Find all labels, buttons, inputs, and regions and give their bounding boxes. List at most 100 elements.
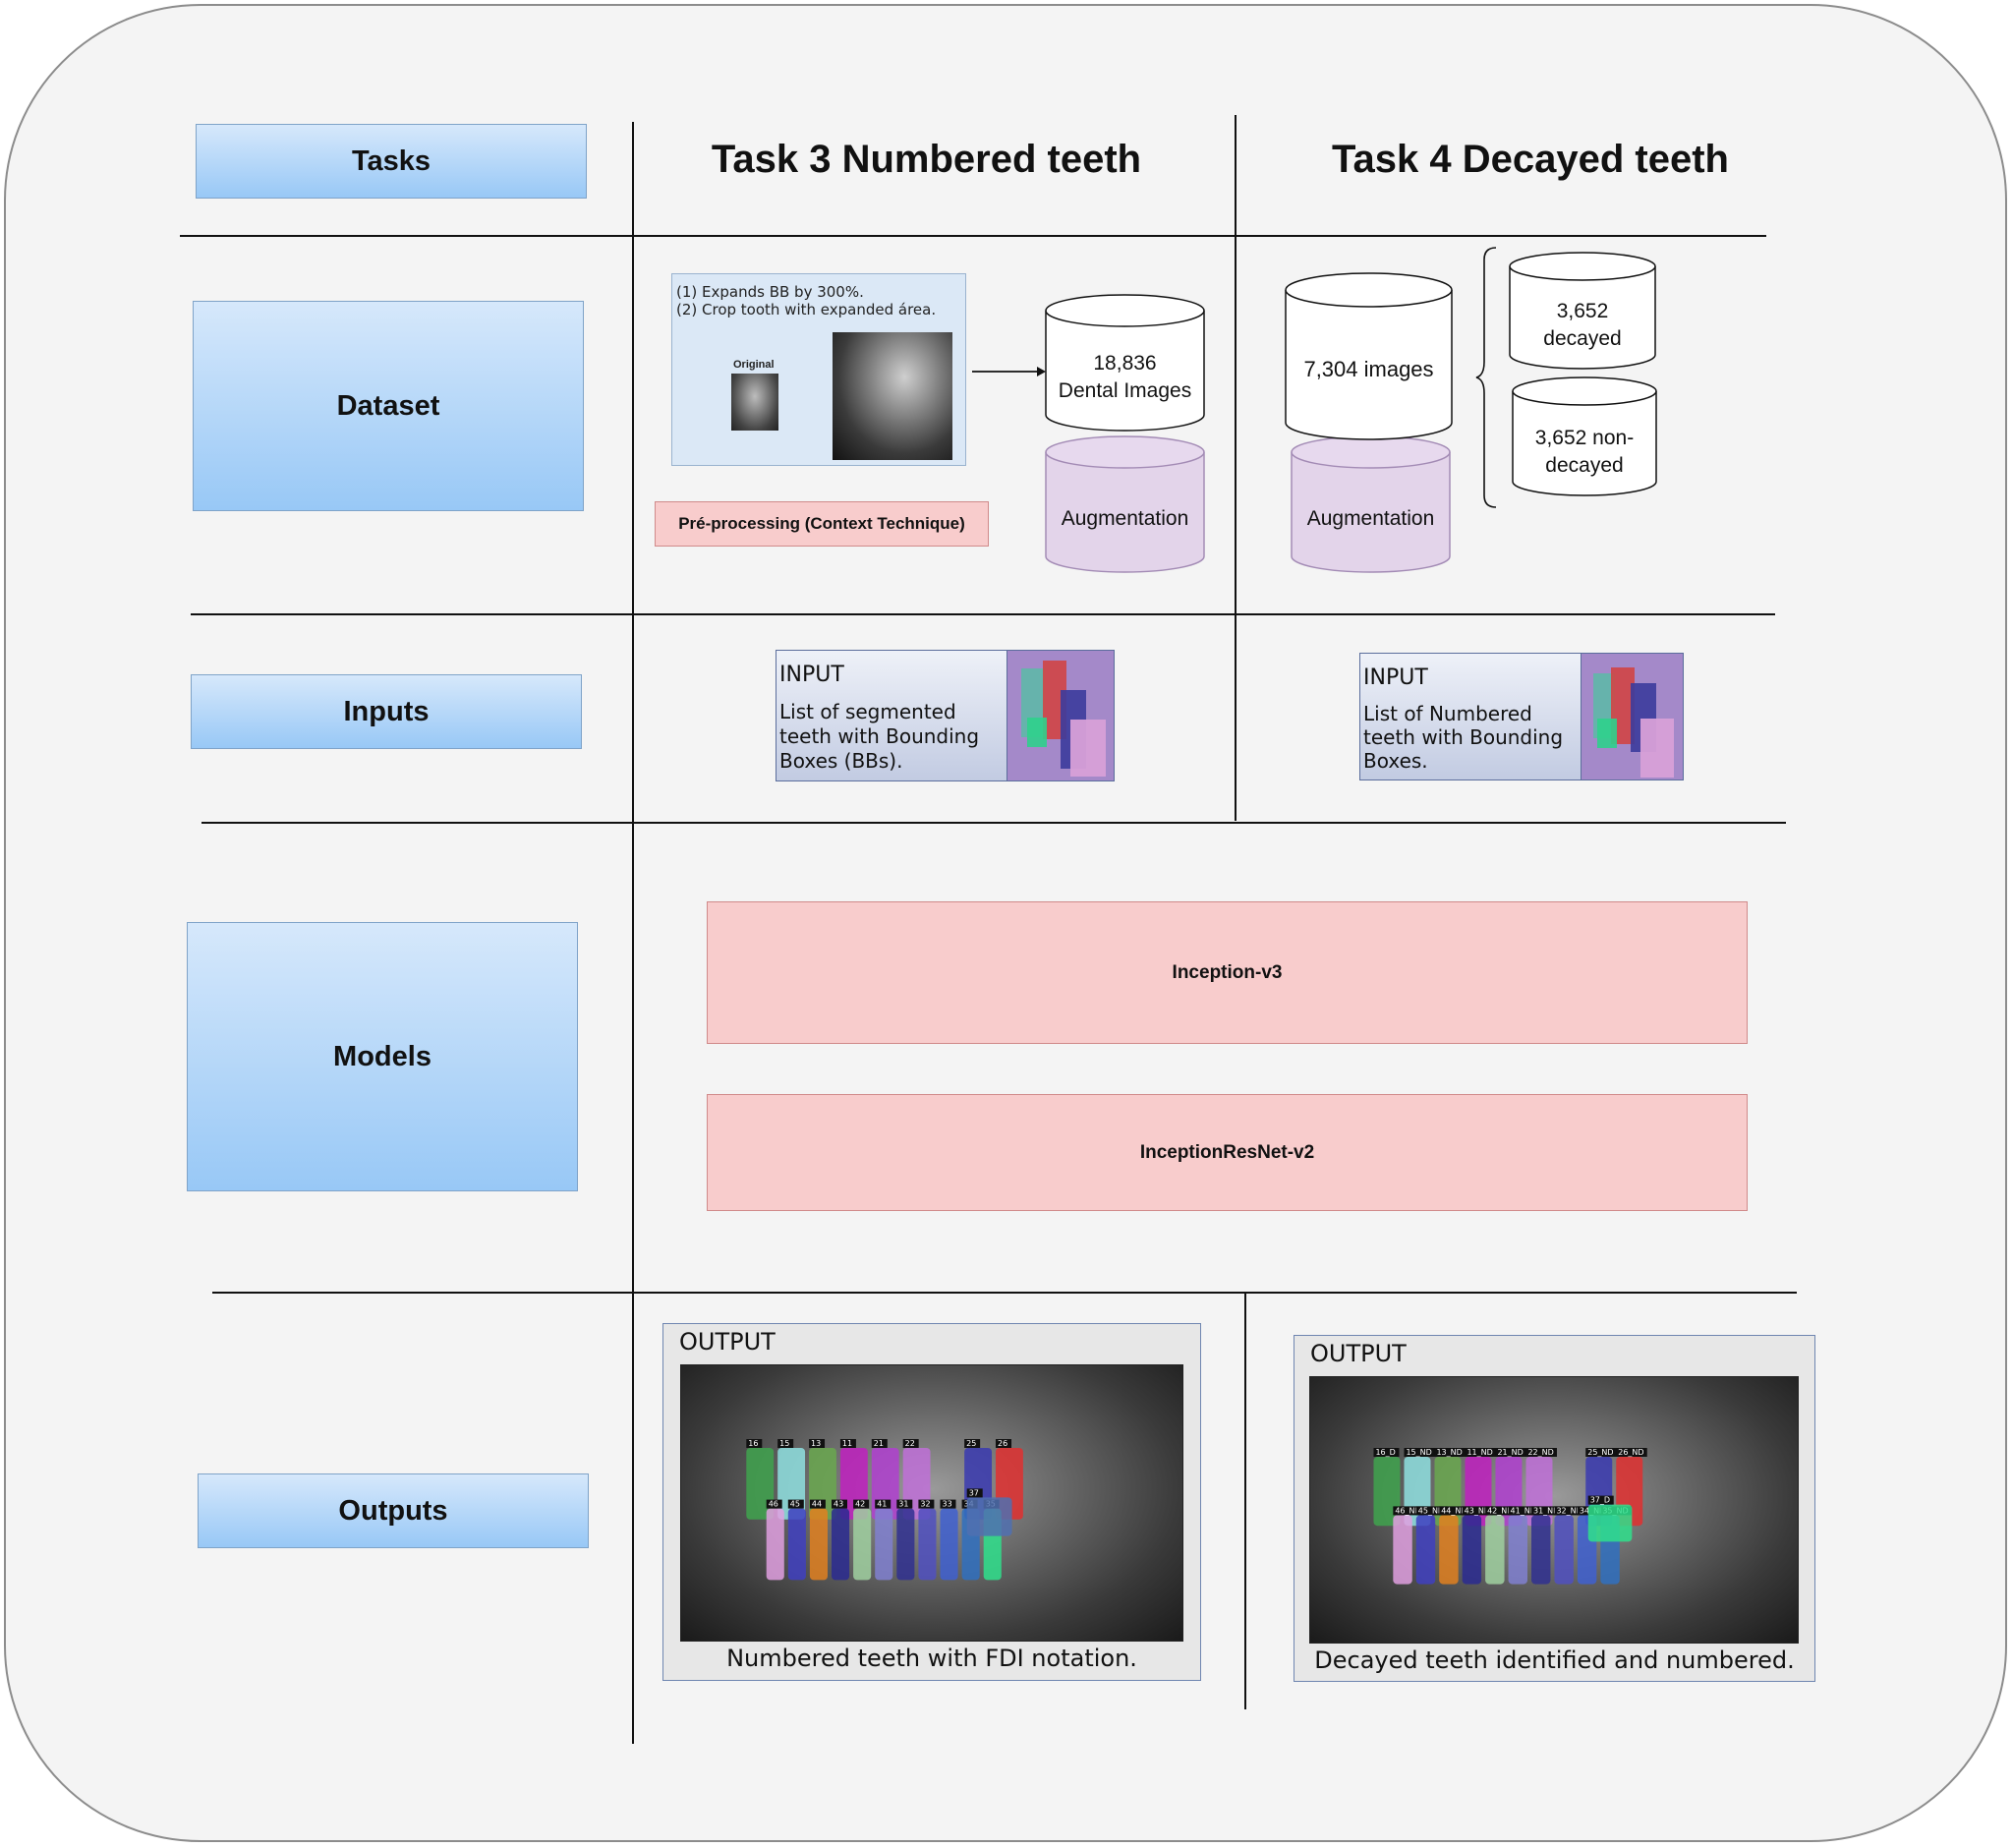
tooth-label-tag — [966, 1488, 983, 1498]
segmented-tooth — [832, 1508, 850, 1581]
segmented-tooth — [918, 1508, 937, 1581]
segmented-tooth — [896, 1508, 915, 1581]
tooth-label-tag — [896, 1499, 913, 1509]
task3-dataset-cylinder: 18,836 Dental Images — [1045, 294, 1205, 433]
segmented-tooth — [1439, 1515, 1459, 1585]
tooth-label-tag — [1393, 1506, 1424, 1516]
tooth-label-tag — [839, 1439, 856, 1448]
tooth-label-tag — [1508, 1506, 1540, 1516]
tooth-number-label: 26_ND — [1618, 1448, 1643, 1457]
nondecayed-count: 3,652 non- — [1534, 427, 1635, 449]
row-label-outputs: Outputs — [198, 1473, 589, 1548]
tooth-label-tag — [809, 1499, 826, 1509]
task4-augmentation-label: Augmentation — [1306, 507, 1435, 530]
tooth-number-label: 45 — [790, 1500, 800, 1509]
tooth-number-label: 22_ND — [1527, 1448, 1553, 1457]
task4-input-desc-1: List of Numbered — [1363, 702, 1532, 725]
tooth-number-label: 44 — [812, 1500, 822, 1509]
tooth-label-tag — [1616, 1448, 1647, 1457]
segmented-tooth — [766, 1508, 784, 1581]
task3-input-title: INPUT — [779, 663, 844, 687]
divider-tasks — [180, 235, 1766, 237]
tooth-number-label: 13 — [811, 1439, 821, 1448]
task4-input-desc-2: teeth with Bounding — [1363, 725, 1564, 749]
task4-dataset-count: 7,304 images — [1303, 357, 1434, 381]
segmented-tooth — [809, 1508, 828, 1581]
tooth-label-tag — [1525, 1448, 1557, 1457]
task3-input-box: INPUT List of segmented teeth with Bound… — [776, 650, 1115, 781]
task3-output-title: OUTPUT — [679, 1328, 776, 1356]
task3-dataset-count: 18,836 — [1093, 352, 1157, 375]
tooth-number-label: 33 — [943, 1500, 952, 1509]
tooth-number-label: 25_ND — [1587, 1448, 1613, 1457]
tooth-number-label: 31_ND — [1533, 1506, 1559, 1515]
tooth-number-label: 11 — [842, 1439, 852, 1448]
tooth-label-tag — [1554, 1506, 1585, 1516]
tooth-label-tag — [875, 1499, 891, 1509]
divider-dataset — [191, 613, 1775, 615]
tooth-number-label: 43_ND — [1465, 1506, 1490, 1515]
tooth-label-tag — [1485, 1506, 1517, 1516]
expanded-crop-thumbnail — [833, 332, 952, 460]
tooth-label-tag — [1462, 1506, 1494, 1516]
tooth-label-tag — [1495, 1448, 1526, 1457]
preprocess-step-1: (1) Expands BB by 300%. — [676, 283, 864, 301]
original-label: Original — [733, 359, 775, 371]
segmented-tooth — [1531, 1515, 1551, 1585]
segmented-tooth — [1554, 1515, 1574, 1585]
preprocessing-label-box: Pré-processing (Context Technique) — [655, 501, 989, 547]
curly-brace — [1475, 247, 1497, 508]
segmented-tooth — [1508, 1515, 1528, 1585]
tooth-label-tag — [902, 1439, 919, 1448]
row-label-inputs: Inputs — [191, 674, 582, 749]
divider-column-tasks — [1235, 115, 1237, 821]
tooth-label-tag — [853, 1499, 870, 1509]
tooth-label-tag — [1531, 1506, 1563, 1516]
row-label-dataset: Dataset — [193, 301, 584, 511]
decayed-cylinder: 3,652 decayed — [1509, 252, 1656, 371]
tooth-label-tag — [1587, 1495, 1614, 1505]
tooth-label-tag — [1404, 1448, 1435, 1457]
divider-models — [212, 1292, 1797, 1294]
tooth-number-label: 32_ND — [1556, 1506, 1582, 1515]
decayed-count: 3,652 — [1556, 300, 1609, 322]
divider-inputs — [201, 822, 1786, 824]
task3-teeth-overlay: 1615131121222526464544434241313233343537 — [746, 1439, 1023, 1581]
segmented-tooth — [787, 1508, 806, 1581]
tooth-label-tag — [1373, 1448, 1400, 1457]
segmented-tooth — [1415, 1515, 1436, 1585]
task3-input-desc-2: teeth with Bounding — [779, 724, 980, 748]
segmented-tooth — [1393, 1515, 1412, 1585]
task3-dataset-name: Dental Images — [1058, 379, 1192, 402]
task3-augmentation-label: Augmentation — [1061, 507, 1189, 530]
tooth-number-label: 37_D — [1590, 1496, 1610, 1505]
tooth-number-label: 13_ND — [1436, 1448, 1462, 1457]
segmented-tooth — [1587, 1504, 1633, 1542]
decayed-label: decayed — [1543, 327, 1622, 350]
tooth-number-label: 46_ND — [1395, 1506, 1420, 1515]
tooth-label-tag — [777, 1439, 794, 1448]
tooth-number-label: 22 — [905, 1439, 915, 1448]
tooth-label-tag — [940, 1499, 956, 1509]
tooth-number-label: 45_ND — [1418, 1506, 1444, 1515]
tooth-number-label: 15_ND — [1406, 1448, 1431, 1457]
model-inception-v3: Inception-v3 — [707, 901, 1748, 1044]
segmented-tooth — [875, 1508, 893, 1581]
tooth-label-tag — [809, 1439, 826, 1448]
tooth-number-label: 26 — [998, 1439, 1007, 1448]
task4-augmentation-cylinder: Augmentation — [1291, 435, 1451, 574]
task3-input-desc-1: List of segmented — [779, 700, 956, 723]
tooth-label-tag — [832, 1499, 847, 1509]
tooth-number-label: 46 — [769, 1500, 778, 1509]
segmented-tooth — [966, 1497, 1012, 1536]
tooth-number-label: 25 — [966, 1439, 976, 1448]
segmented-tooth — [1462, 1515, 1482, 1585]
tooth-number-label: 41_ND — [1511, 1506, 1536, 1515]
tooth-number-label: 32 — [920, 1500, 930, 1509]
tooth-label-tag — [1439, 1506, 1470, 1516]
tooth-number-label: 31 — [898, 1500, 908, 1509]
tooth-label-tag — [1585, 1448, 1617, 1457]
tooth-number-label: 16_D — [1375, 1448, 1395, 1457]
task4-output-caption: Decayed teeth identified and numbered. — [1314, 1646, 1795, 1674]
